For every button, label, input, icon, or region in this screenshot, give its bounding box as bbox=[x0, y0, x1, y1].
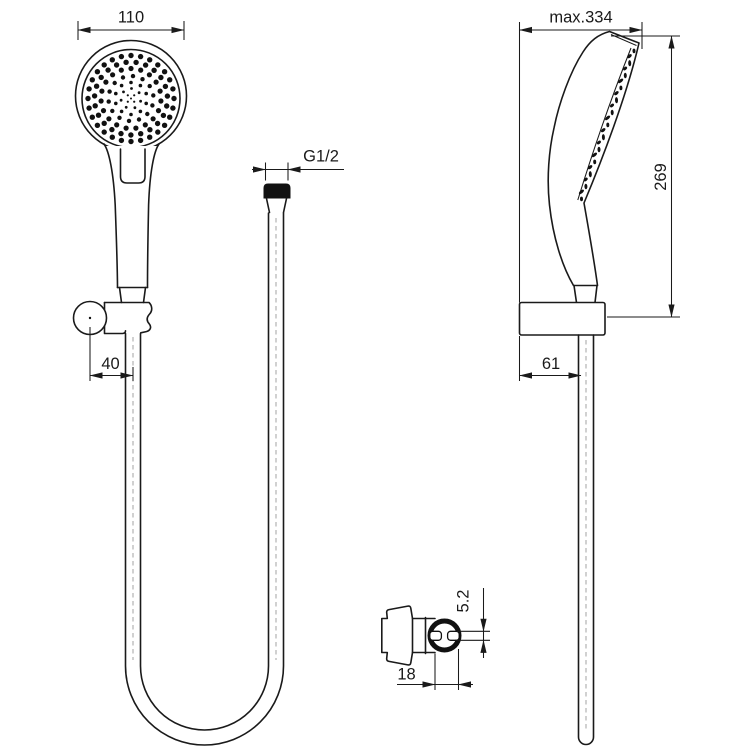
holder-detail-view: 5.2 18 bbox=[381, 588, 490, 690]
hose-glide-ring bbox=[427, 618, 462, 653]
spray-nozzle-dots bbox=[85, 52, 177, 145]
ring-lug-left bbox=[429, 630, 443, 641]
front-view: 110 40 G1/2 bbox=[72, 9, 344, 746]
dimension-18-label: 18 bbox=[397, 666, 415, 684]
hose-nut bbox=[263, 183, 291, 214]
dimension-5-2-label: 5.2 bbox=[455, 590, 473, 613]
spray-face-nozzles-side bbox=[578, 48, 636, 202]
handle-front bbox=[103, 143, 160, 304]
wall-bracket-side bbox=[518, 301, 606, 336]
ring-lug-right bbox=[446, 630, 460, 641]
dimension-clip-slot: 5.2 bbox=[455, 588, 490, 658]
shower-hose-side bbox=[577, 334, 595, 746]
holder-knob-center-mark bbox=[88, 316, 92, 320]
shower-hose-front bbox=[124, 183, 291, 746]
shower-head-side bbox=[547, 30, 640, 304]
holder-body-top-view bbox=[381, 605, 436, 666]
dimension-head-height: 269 bbox=[607, 35, 680, 318]
handle-grip-plate bbox=[119, 148, 146, 184]
dimension-110-label: 110 bbox=[118, 9, 144, 27]
dimension-holder-offset: 40 bbox=[89, 327, 134, 381]
dimension-thread: G1/2 bbox=[252, 148, 344, 181]
dimension-head-diameter: 110 bbox=[77, 9, 185, 40]
spray-face-inner-line bbox=[577, 47, 632, 201]
side-view: max.334 269 61 bbox=[518, 9, 680, 746]
dimension-40-label: 40 bbox=[101, 355, 119, 373]
dimension-clip-width: 18 bbox=[397, 649, 473, 690]
dimension-61-label: 61 bbox=[542, 355, 560, 373]
shower-head-front bbox=[74, 39, 188, 304]
wall-holder-front bbox=[72, 300, 153, 336]
dimension-max-projection: max.334 bbox=[518, 9, 643, 303]
dimension-bracket-depth: 61 bbox=[518, 336, 582, 381]
dimension-max334-label: max.334 bbox=[549, 9, 612, 27]
dimension-g12-label: G1/2 bbox=[303, 148, 339, 166]
dimension-269-label: 269 bbox=[652, 163, 670, 191]
